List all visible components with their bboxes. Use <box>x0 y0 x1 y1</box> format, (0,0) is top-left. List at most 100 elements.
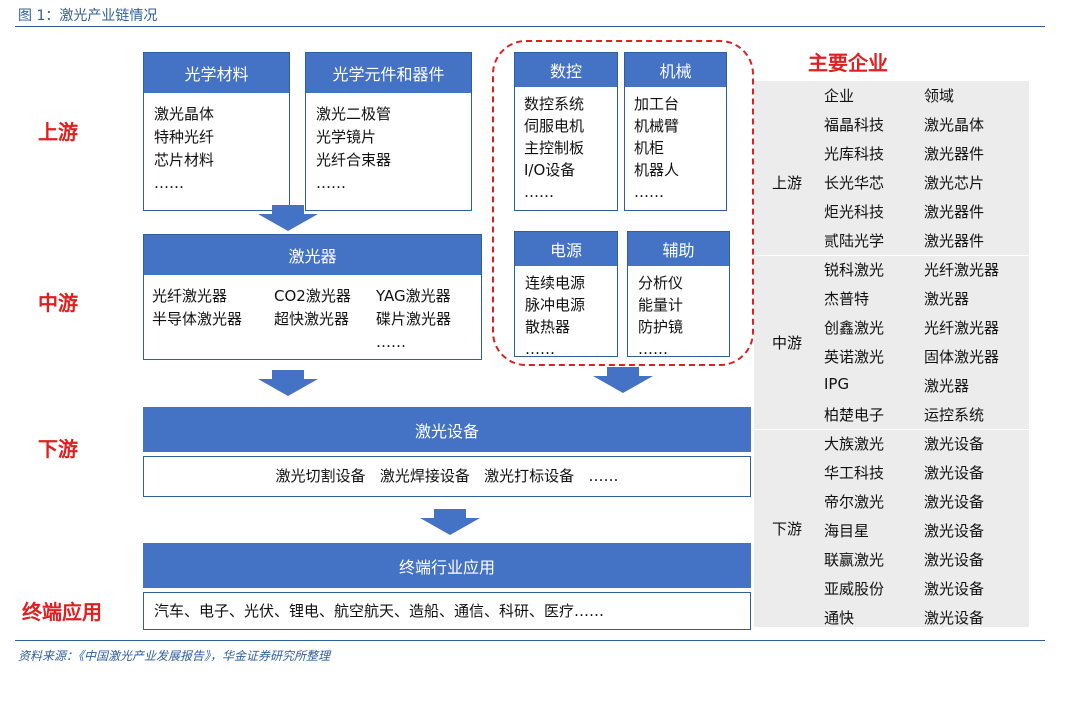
company-field: 激光器 <box>924 377 970 395</box>
list-item: 光纤激光器 <box>152 287 228 305</box>
optical-components-list: 激光二极管 光学镜片 光纤合束器 …… <box>306 93 471 195</box>
laser-col-3: YAG激光器 碟片激光器 …… <box>376 285 451 354</box>
list-item: 超快激光器 <box>274 310 350 328</box>
company-name: 光库科技 <box>824 145 885 163</box>
arrow-down-icon <box>593 367 653 393</box>
laser-equipment-title: 激光设备 <box>143 407 751 452</box>
table-row: 帝尔激光激光设备 <box>754 487 1029 516</box>
company-field: 激光器件 <box>924 232 985 250</box>
company-field: 激光晶体 <box>924 116 985 134</box>
optical-materials-list: 激光晶体 特种光纤 芯片材料 …… <box>144 93 289 195</box>
company-field: 光纤激光器 <box>924 261 1000 279</box>
laser-equipment-box: 激光切割设备 激光焊接设备 激光打标设备 …… <box>143 456 751 497</box>
table-row: 长光华芯激光芯片 <box>754 168 1029 197</box>
list-item: …… <box>376 333 406 351</box>
companies-title: 主要企业 <box>808 51 888 75</box>
company-field: 激光设备 <box>924 522 985 540</box>
list-item: 芯片材料 <box>154 151 215 169</box>
source-note: 资料来源：《中国激光产业发展报告》，华金证券研究所整理 <box>18 649 331 663</box>
company-name: 柏楚电子 <box>824 406 885 424</box>
company-field: 激光器件 <box>924 203 985 221</box>
list-item: 机器人 <box>634 161 680 179</box>
terminal-app-items: 汽车、电子、光伏、锂电、航空航天、造船、通信、科研、医疗…… <box>154 601 605 620</box>
list-item: …… <box>634 183 664 201</box>
table-row: 海目星 激光设备 <box>754 516 1029 545</box>
list-item: 激光晶体 <box>154 105 215 123</box>
top-divider <box>15 26 1045 27</box>
list-item: 光学镜片 <box>316 128 377 146</box>
table-row: 锐科激光光纤激光器 <box>754 255 1029 284</box>
cnc-box: 数控 数控系统 伺服电机 主控制板 I/O设备 …… <box>514 52 618 211</box>
power-box: 电源 连续电源 脉冲电源 散热器 …… <box>514 231 618 360</box>
company-name: 贰陆光学 <box>824 232 885 250</box>
company-name: 帝尔激光 <box>824 493 885 511</box>
arrow-down-icon <box>258 205 318 231</box>
company-field: 固体激光器 <box>924 348 1000 366</box>
company-field: 激光器件 <box>924 145 985 163</box>
group-midstream: 中游 <box>771 333 802 352</box>
company-name: 通快 <box>824 609 855 627</box>
list-item: 碟片激光器 <box>376 310 452 328</box>
company-name: 炬光科技 <box>824 203 885 221</box>
list-item: 机械臂 <box>634 117 680 135</box>
table-row: 英诺激光 固体激光器 <box>754 342 1029 371</box>
header-company: 企业 <box>824 87 855 105</box>
list-item: 能量计 <box>638 296 684 314</box>
company-field: 光纤激光器 <box>924 319 1000 337</box>
list-item: 连续电源 <box>525 274 586 292</box>
company-field: 激光器 <box>924 290 970 308</box>
laser-title: 激光器 <box>144 235 481 275</box>
company-name: 创鑫激光 <box>824 319 885 337</box>
table-row: 炬光科技 激光器件 <box>754 197 1029 226</box>
optical-materials-box: 光学材料 激光晶体 特种光纤 芯片材料 …… <box>143 52 290 211</box>
group-divider <box>754 255 1029 256</box>
table-row: 华工科技 激光设备 <box>754 458 1029 487</box>
company-name: 福晶科技 <box>824 116 885 134</box>
list-item: 光纤合束器 <box>316 151 392 169</box>
cnc-list: 数控系统 伺服电机 主控制板 I/O设备 …… <box>515 87 617 203</box>
optical-components-title: 光学元件和器件 <box>306 53 471 93</box>
mechanical-box: 机械 加工台 机械臂 机柜 机器人 …… <box>624 52 727 211</box>
table-header: 企业 领域 <box>754 81 1029 110</box>
company-field: 激光设备 <box>924 464 985 482</box>
laser-equipment-items: 激光切割设备 激光焊接设备 激光打标设备 …… <box>275 467 619 485</box>
list-item: …… <box>524 183 554 201</box>
arrow-down-icon <box>258 370 318 396</box>
group-downstream: 下游 <box>771 519 802 538</box>
list-item: 加工台 <box>634 95 680 113</box>
optical-materials-title: 光学材料 <box>144 53 289 93</box>
company-name: 英诺激光 <box>824 348 885 366</box>
list-item: …… <box>154 174 184 192</box>
company-field: 运控系统 <box>924 406 985 424</box>
tier-midstream: 中游 <box>38 291 78 315</box>
list-item: …… <box>316 174 346 192</box>
power-title: 电源 <box>515 232 617 266</box>
bottom-divider <box>15 640 1045 641</box>
laser-col-2: CO2激光器 超快激光器 <box>274 285 351 331</box>
cnc-title: 数控 <box>515 53 617 87</box>
group-upstream: 上游 <box>771 174 802 192</box>
company-name: 海目星 <box>824 522 870 540</box>
auxiliary-title: 辅助 <box>628 232 729 266</box>
list-item: …… <box>525 340 555 358</box>
group-divider <box>754 429 1029 430</box>
terminal-app-title: 终端行业应用 <box>143 543 751 588</box>
tier-upstream: 上游 <box>38 120 78 144</box>
power-list: 连续电源 脉冲电源 散热器 …… <box>515 266 617 360</box>
list-item: CO2激光器 <box>274 287 351 305</box>
list-item: 机柜 <box>634 139 665 157</box>
laser-col-1: 光纤激光器 半导体激光器 <box>152 285 242 331</box>
list-item: 伺服电机 <box>524 117 585 135</box>
company-name: 华工科技 <box>824 464 885 482</box>
table-row: 联赢激光激光设备 <box>754 545 1029 574</box>
company-name: 长光华芯 <box>824 174 885 192</box>
list-item: 特种光纤 <box>154 128 215 146</box>
company-name: 杰普特 <box>824 290 870 308</box>
table-row: 杰普特 激光器 <box>754 284 1029 313</box>
optical-components-box: 光学元件和器件 激光二极管 光学镜片 光纤合束器 …… <box>305 52 472 211</box>
company-field: 激光设备 <box>924 435 985 453</box>
companies-table: 企业 领域 上游 中游 下游 福晶科技激光晶体光库科技激光器件长光华芯激光芯片炬… <box>754 81 1029 627</box>
company-field: 激光设备 <box>924 551 985 569</box>
company-name: 大族激光 <box>824 435 885 453</box>
